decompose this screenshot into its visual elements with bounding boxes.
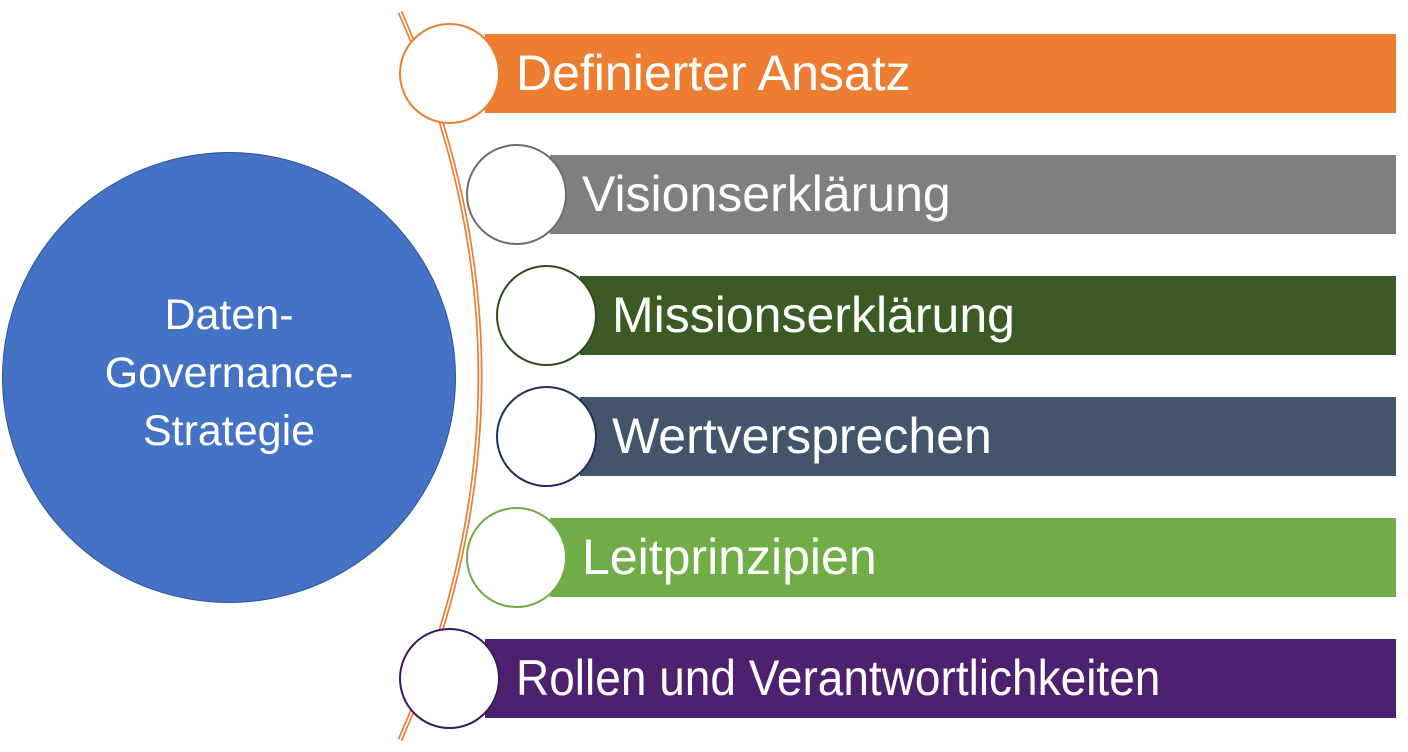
- bar-label: Missionserklärung: [612, 286, 1015, 343]
- bar-visionserklaerung: Visionserklärung: [550, 155, 1396, 234]
- bar-label: Leitprinzipien: [582, 528, 877, 585]
- bar-rollen-und-verantwortlichkeiten: Rollen und Verantwortlichkeiten: [485, 639, 1396, 718]
- bar-missionserklaerung: Missionserklärung: [580, 276, 1396, 355]
- bar-label: Rollen und Verantwortlichkeiten: [516, 649, 1161, 706]
- node-circle-3: [496, 265, 597, 366]
- bar-label: Definierter Ansatz: [516, 44, 911, 101]
- bar-label: Visionserklärung: [582, 165, 951, 222]
- node-circle-5: [466, 507, 567, 608]
- node-circle-2: [466, 144, 567, 245]
- node-circle-6: [399, 628, 500, 729]
- bar-leitprinzipien: Leitprinzipien: [550, 518, 1396, 597]
- hub-circle: Daten- Governance- Strategie: [2, 152, 456, 603]
- node-circle-1: [399, 23, 500, 124]
- node-circle-4: [496, 386, 597, 487]
- hub-label: Daten- Governance- Strategie: [104, 290, 354, 455]
- bar-label: Wertversprechen: [612, 407, 992, 464]
- bar-definierter-ansatz: Definierter Ansatz: [485, 34, 1396, 113]
- bar-wertversprechen: Wertversprechen: [580, 397, 1396, 476]
